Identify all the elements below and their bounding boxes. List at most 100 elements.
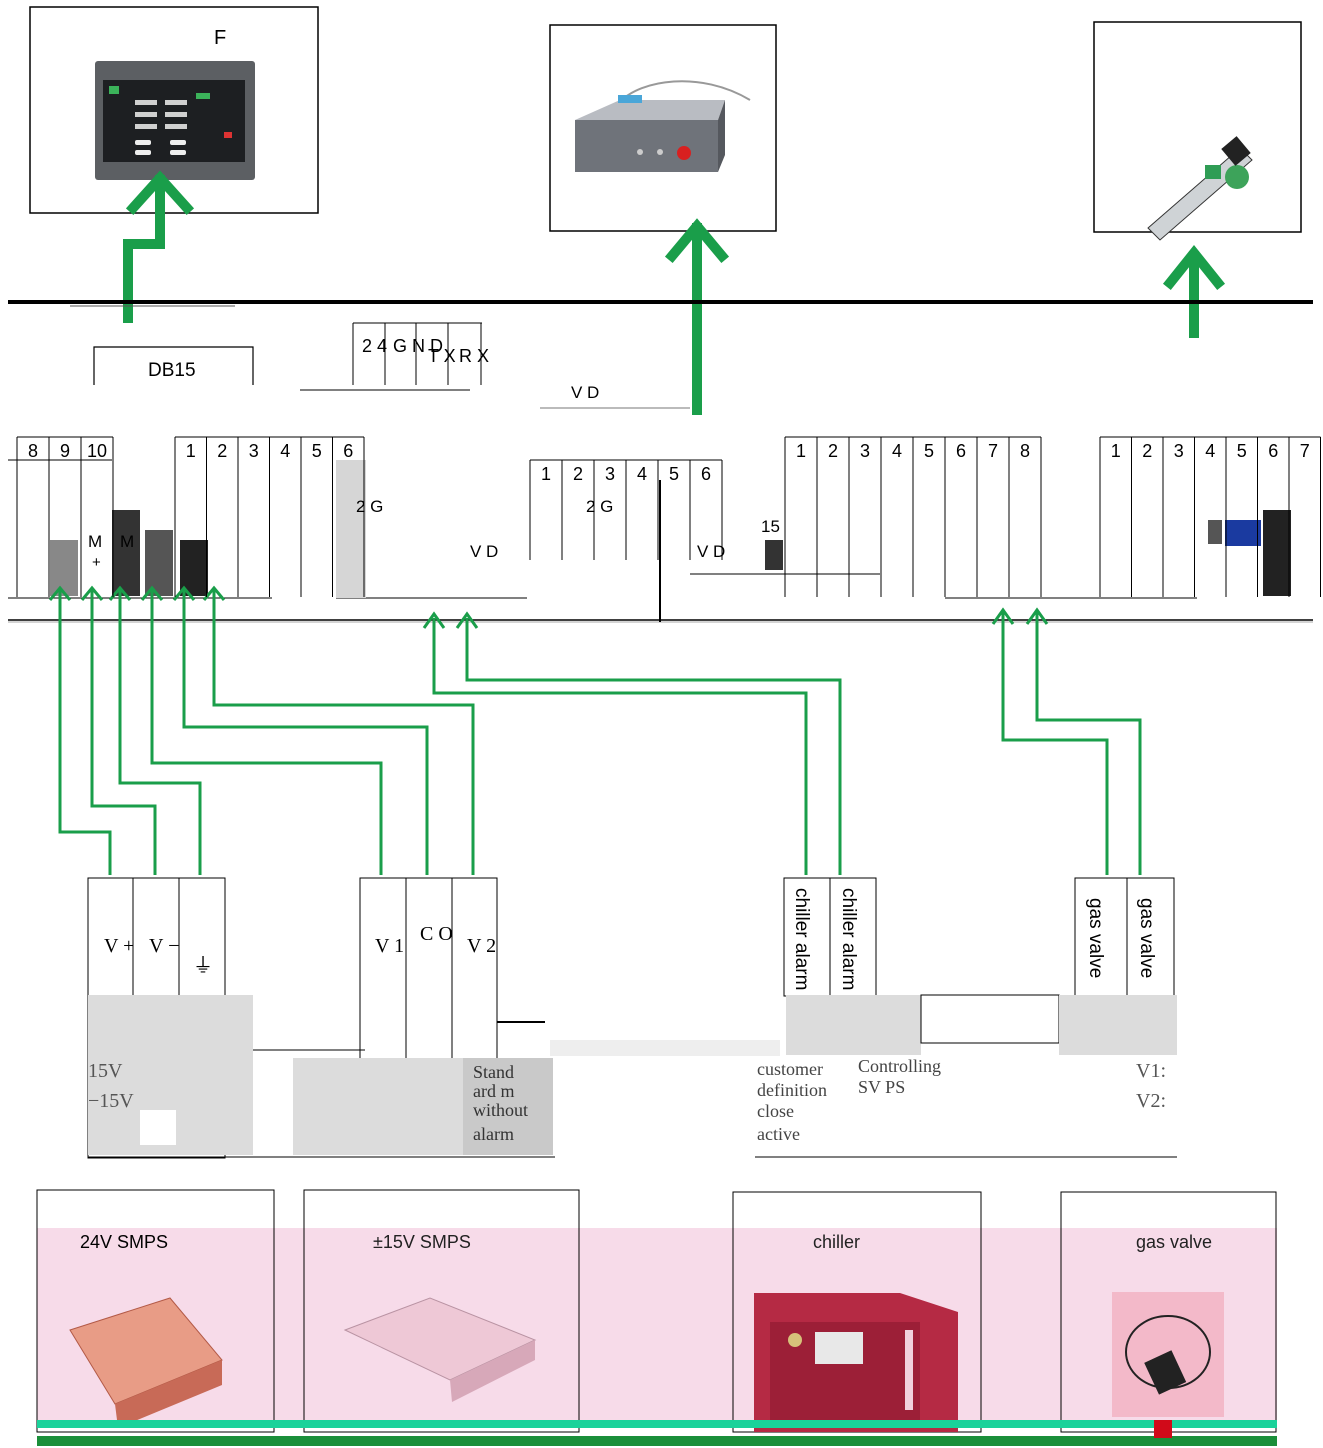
note-controlling: Controlling: [858, 1056, 941, 1076]
pin-number: 1: [541, 464, 551, 484]
device-title-15v: ±15V SMPS: [373, 1232, 471, 1252]
db15-box: [93, 346, 254, 385]
top-wires: [123, 170, 1226, 415]
m-fragment-2: M: [120, 532, 134, 551]
pin-number: 1: [186, 441, 196, 461]
serial-pin-tx: T X: [428, 346, 456, 366]
block-e-pins: 1 2 3 4 5 6 7: [1099, 436, 1321, 597]
hmi-panel-image: [95, 61, 255, 180]
laser-head-image: [1147, 136, 1253, 241]
pin-number: 10: [87, 441, 107, 461]
chiller-note-3: active: [757, 1124, 800, 1144]
device-title-24v: 24V SMPS: [80, 1232, 168, 1252]
pin-number: 2: [828, 441, 838, 461]
chiller-note-1: definition: [757, 1080, 827, 1100]
pin-number: 3: [249, 441, 259, 461]
pin-number: 7: [988, 441, 998, 461]
block-c-pins: 1 2 3 4 5 6: [529, 459, 723, 560]
smps24-com: C O: [420, 923, 453, 945]
note-stand-2: without: [473, 1100, 528, 1120]
block-a-pins: 8 9 10: [16, 436, 114, 597]
serial-pin-gnd: G N D: [393, 336, 443, 356]
smps24-v1: V 1: [375, 935, 404, 957]
gas-valve-1: gas valve: [1085, 898, 1106, 978]
pin-number: 2: [1142, 441, 1152, 461]
pin-number: 9: [60, 441, 70, 461]
pin-number: 3: [605, 464, 615, 484]
pin-number: 1: [796, 441, 806, 461]
device-strip-2: [37, 1436, 1277, 1446]
wire-arrowheads: [48, 585, 1049, 629]
device-title-gas: gas valve: [1136, 1232, 1212, 1252]
15-fragment: 15: [761, 517, 780, 536]
pin-number: 5: [669, 464, 679, 484]
vd-fragment-3: V D: [697, 542, 725, 561]
plus-fragment: +: [92, 554, 101, 571]
2g-fragment-1: 2 G: [356, 497, 383, 516]
controller-label: F: [214, 27, 226, 49]
pin-number: 8: [28, 441, 38, 461]
note-15v: 15V: [88, 1060, 123, 1082]
gas-terminals: gas valve gas valve: [1074, 877, 1175, 997]
block-d-pins: 1 2 3 4 5 6 7 8: [784, 436, 1042, 597]
pin-number: 4: [1205, 441, 1215, 461]
serial-pin-rx: R X: [459, 346, 489, 366]
pin-number: 6: [343, 441, 353, 461]
db15-label: DB15: [148, 360, 196, 381]
pin-number: 2: [217, 441, 227, 461]
chiller-image: [754, 1293, 958, 1432]
note-v2: V2:: [1136, 1090, 1166, 1112]
pin-number: 8: [1020, 441, 1030, 461]
smps15-image: [343, 1297, 537, 1402]
chiller-terminals: chiller alarm chiller alarm: [783, 877, 877, 997]
block-b-pins: 1 2 3 4 5 6: [174, 436, 365, 597]
pin-number: 4: [892, 441, 902, 461]
pin-number: 5: [312, 441, 322, 461]
note-stand-3: alarm: [473, 1124, 514, 1144]
pin-number: 3: [860, 441, 870, 461]
bottom-wires: [58, 590, 1142, 875]
pin-number: 7: [1300, 441, 1310, 461]
gas-valve-2: gas valve: [1136, 898, 1157, 978]
pin-number: 5: [924, 441, 934, 461]
smps15-v-minus: V −: [149, 935, 179, 957]
chiller-note-0: customer: [757, 1059, 823, 1079]
pin-number: 6: [956, 441, 966, 461]
device-strip: [37, 1420, 1277, 1428]
smps24-frame: [36, 1189, 275, 1433]
smps15-frame: [303, 1189, 580, 1433]
device-title-chiller: chiller: [813, 1232, 860, 1252]
pin-number: 4: [637, 464, 647, 484]
gas-valve-image: [1112, 1292, 1224, 1417]
smps15-ground: ⏚: [193, 955, 213, 977]
notes-band: 15V −15V V1: V2: Stand ard m without ala…: [88, 994, 1177, 1158]
note-stand-1: ard m: [473, 1081, 514, 1101]
device-band: [37, 1228, 1277, 1423]
pin-number: 4: [280, 441, 290, 461]
smps24-v2: V 2: [467, 935, 496, 957]
pin-number: 1: [1111, 441, 1121, 461]
m-fragment-1: M: [88, 532, 102, 551]
note-neg15v: −15V: [88, 1090, 134, 1112]
pin-number: 6: [1268, 441, 1278, 461]
pin-number: 6: [701, 464, 711, 484]
pin-number: 5: [1237, 441, 1247, 461]
2g-fragment-2: 2 G: [586, 497, 613, 516]
smps24-terminals: V 1 C O V 2: [359, 877, 498, 1061]
smps24-image: [69, 1297, 223, 1428]
chiller-note-2: close: [757, 1101, 794, 1121]
laser-source-image: [575, 80, 751, 172]
vd-fragment-2: V D: [470, 542, 498, 561]
pin-number: 3: [1174, 441, 1184, 461]
smps15-v-plus: V +: [104, 935, 134, 957]
vd-fragment: V D: [571, 383, 599, 402]
terminal-row: M M + 2 G 2 G V D V D 15: [8, 459, 1313, 623]
note-v1: V1:: [1136, 1060, 1166, 1082]
serial-pin-24: 2 4: [362, 336, 387, 356]
pin-number: 2: [573, 464, 583, 484]
note-stand-0: Stand: [473, 1062, 514, 1082]
note-sv: SV PS: [858, 1077, 905, 1097]
serial-connector: 2 4 G N D T X R X: [300, 322, 489, 391]
